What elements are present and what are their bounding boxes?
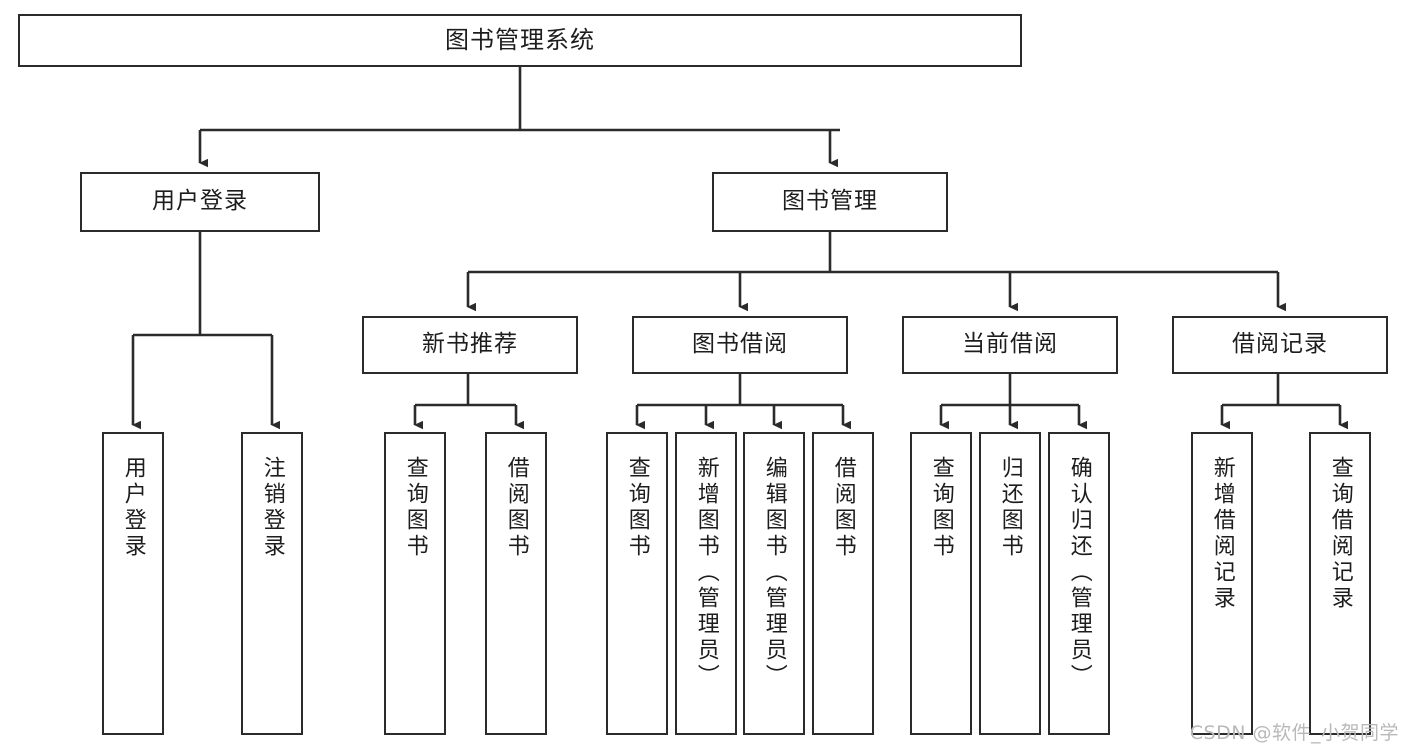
node-leaf-edit-book-label: 编辑图书（管理员） <box>761 456 787 690</box>
node-borrow-record[interactable]: 借阅记录 <box>1172 316 1388 374</box>
node-leaf-logout-label: 注销登录 <box>259 456 285 560</box>
node-book-borrow-label: 图书借阅 <box>692 331 788 358</box>
node-leaf-borrow-book-2-label: 借阅图书 <box>830 456 856 560</box>
node-current-borrow-label: 当前借阅 <box>962 331 1058 358</box>
node-leaf-query-book-1[interactable]: 查询图书 <box>384 432 446 735</box>
node-leaf-edit-book[interactable]: 编辑图书（管理员） <box>743 432 805 735</box>
node-leaf-query-record-label: 查询借阅记录 <box>1327 456 1353 612</box>
node-leaf-query-book-1-label: 查询图书 <box>402 456 428 560</box>
node-leaf-confirm-return[interactable]: 确认归还（管理员） <box>1048 432 1110 735</box>
node-new-book-recommend-label: 新书推荐 <box>422 331 518 358</box>
node-book-borrow[interactable]: 图书借阅 <box>632 316 848 374</box>
node-leaf-return-book[interactable]: 归还图书 <box>979 432 1041 735</box>
node-current-borrow[interactable]: 当前借阅 <box>902 316 1118 374</box>
node-leaf-logout[interactable]: 注销登录 <box>241 432 303 735</box>
node-leaf-borrow-book-1[interactable]: 借阅图书 <box>485 432 547 735</box>
node-leaf-borrow-book-2[interactable]: 借阅图书 <box>812 432 874 735</box>
node-leaf-return-book-label: 归还图书 <box>997 456 1023 560</box>
node-borrow-record-label: 借阅记录 <box>1232 331 1328 358</box>
csdn-watermark: CSDN @软件_小贺同学 <box>1189 722 1399 744</box>
node-root[interactable]: 图书管理系统 <box>18 14 1022 67</box>
node-root-label: 图书管理系统 <box>445 26 595 55</box>
node-leaf-query-book-3-label: 查询图书 <box>928 456 954 560</box>
node-leaf-query-book-2[interactable]: 查询图书 <box>606 432 668 735</box>
node-leaf-add-book-label: 新增图书（管理员） <box>693 456 719 690</box>
node-leaf-add-record[interactable]: 新增借阅记录 <box>1191 432 1253 735</box>
node-leaf-add-record-label: 新增借阅记录 <box>1209 456 1235 612</box>
node-leaf-borrow-book-1-label: 借阅图书 <box>503 456 529 560</box>
node-user-login-label: 用户登录 <box>152 188 248 215</box>
node-leaf-query-record[interactable]: 查询借阅记录 <box>1309 432 1371 735</box>
node-leaf-add-book[interactable]: 新增图书（管理员） <box>675 432 737 735</box>
node-new-book-recommend[interactable]: 新书推荐 <box>362 316 578 374</box>
node-leaf-confirm-return-label: 确认归还（管理员） <box>1066 456 1092 690</box>
node-leaf-user-login-label: 用户登录 <box>120 456 146 560</box>
node-book-management[interactable]: 图书管理 <box>712 172 948 232</box>
node-user-login[interactable]: 用户登录 <box>80 172 320 232</box>
node-leaf-query-book-3[interactable]: 查询图书 <box>910 432 972 735</box>
node-leaf-query-book-2-label: 查询图书 <box>624 456 650 560</box>
node-leaf-user-login[interactable]: 用户登录 <box>102 432 164 735</box>
node-book-management-label: 图书管理 <box>782 188 878 215</box>
